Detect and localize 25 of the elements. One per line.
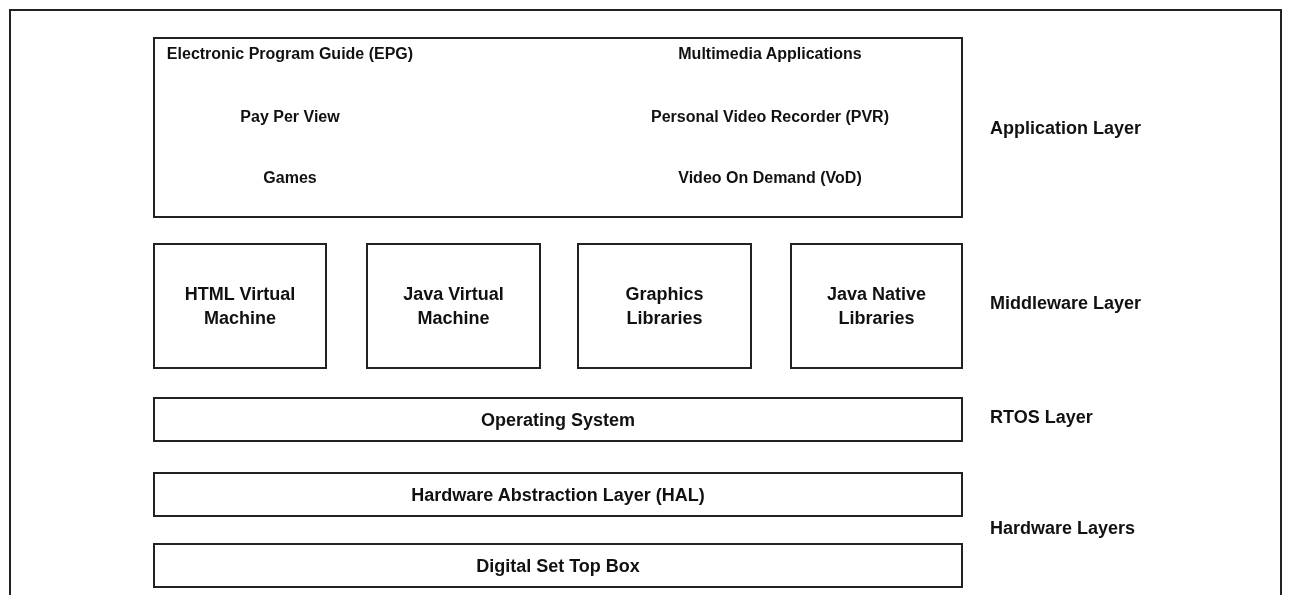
layer-box: [153, 37, 963, 218]
box-label: Java Native Libraries: [825, 283, 928, 330]
layer-label: Middleware Layer: [990, 293, 1142, 314]
layer-label: Hardware Layers: [990, 518, 1136, 539]
layer-box: [153, 472, 963, 517]
box-label: Hardware Abstraction Layer (HAL): [411, 483, 705, 507]
component-box: [366, 243, 541, 369]
box-label: Personal Video Recorder (PVR): [651, 107, 889, 127]
box-label: Operating System: [480, 408, 635, 432]
layer-label: RTOS Layer: [990, 407, 1093, 428]
box-label: Pay Per View: [240, 107, 340, 127]
box-label: Electronic Program Guide (EPG): [166, 44, 414, 64]
layer-label: Application Layer: [990, 118, 1142, 139]
box-label: Multimedia Applications: [678, 44, 862, 64]
box-label: Digital Set Top Box: [476, 554, 640, 578]
box-label: Video On Demand (VoD): [678, 168, 862, 188]
component-box: [790, 243, 963, 369]
box-label: Games: [263, 168, 317, 188]
layer-box: [153, 543, 963, 588]
component-box: [153, 243, 327, 369]
box-label: Java Virtual Machine: [402, 283, 505, 330]
layer-box: [153, 397, 963, 442]
component-box: [577, 243, 752, 369]
box-label: Graphics Libraries: [624, 283, 705, 330]
box-label: HTML Virtual Machine: [183, 283, 297, 330]
